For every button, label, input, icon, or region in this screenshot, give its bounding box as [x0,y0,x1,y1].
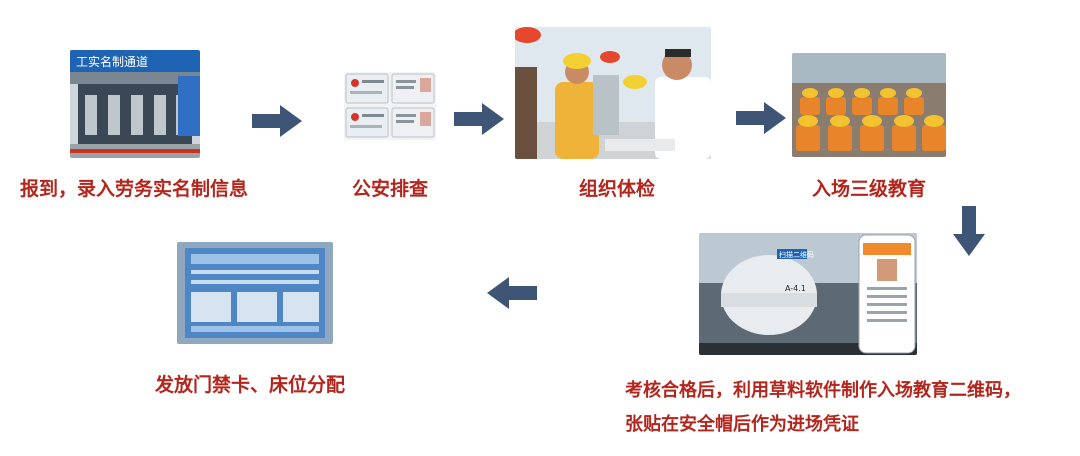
step-label-access-card: 发放门禁卡、床位分配 [155,374,346,396]
helmet-id-text: A-4.1 [785,284,806,293]
arrow-right-icon [736,102,786,134]
arrow-right-icon [454,103,504,135]
arrow-left-icon [487,277,537,309]
step-label-qr-line1: 考核合格后，利用草料软件制作入场教育二维码， [625,380,1021,401]
access-card-photo [177,242,333,344]
step-label-qr-code: 考核合格后，利用草料软件制作入场教育二维码， 张贴在安全帽后作为进场凭证 [625,374,1065,442]
step-label-health-check: 组织体检 [579,178,656,200]
step-label-safety-education: 入场三级教育 [812,178,927,200]
safety-training-photo [792,53,946,157]
qr-sticker-text: 扫描二维码 [779,250,814,259]
gate-sign-text: 工实名制通道 [76,54,148,69]
arrow-right-icon [252,105,302,137]
gate-photo: 工实名制通道 [70,50,200,158]
arrow-down-icon [953,206,985,256]
health-check-photo [515,27,711,159]
helmet-qr-photo: 扫描二维码 A-4.1 [699,233,917,355]
id-card-photo [344,72,436,140]
step-label-register: 报到，录入劳务实名制信息 [20,178,249,200]
step-label-police-check: 公安排查 [352,178,429,200]
step-label-qr-line2: 张贴在安全帽后作为进场凭证 [625,414,859,435]
